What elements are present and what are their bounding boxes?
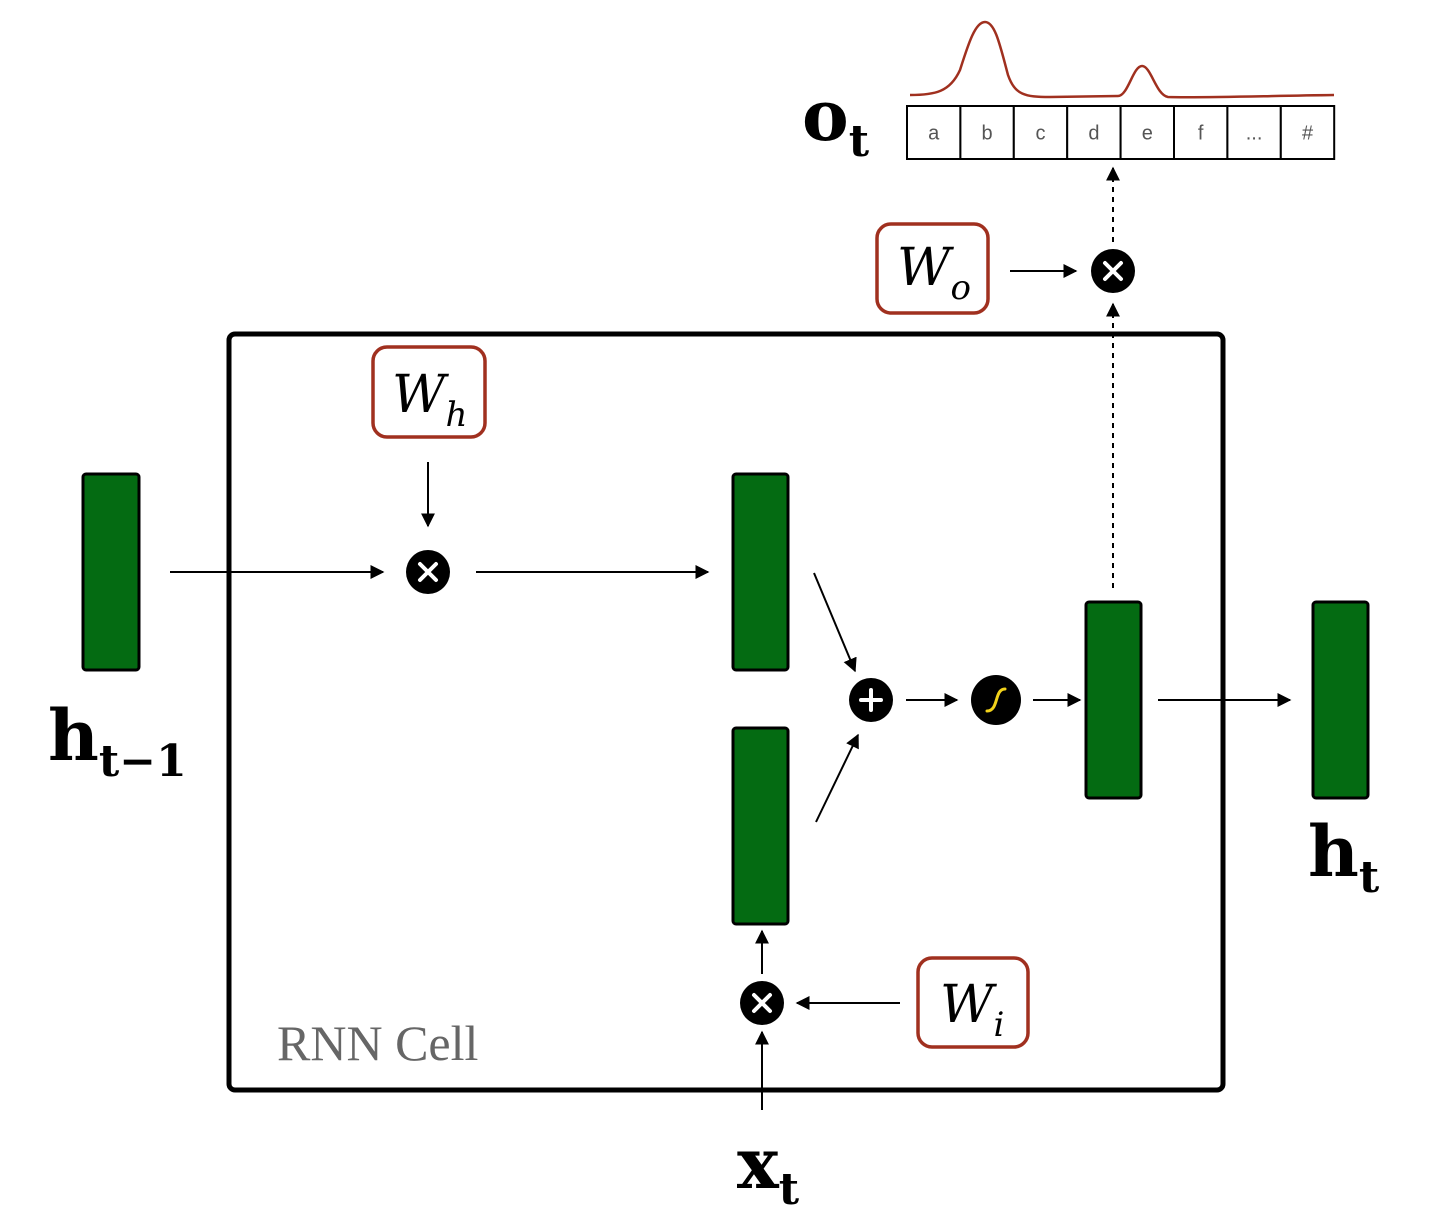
vocab-cell: [1119, 105, 1175, 160]
arrow-upper-to-add: [813, 572, 857, 673]
vocab-cell: [1173, 105, 1229, 160]
vocab-token: a: [928, 123, 940, 145]
hidden-state-out-label: ht: [1308, 810, 1380, 903]
output-vocab-row: a b c d e f... #: [906, 105, 1336, 160]
vocab-token: #: [1302, 123, 1314, 145]
weight-wo-box: [875, 222, 990, 315]
vocab-cell: [1012, 105, 1069, 160]
input-xt-label: xt: [737, 1122, 800, 1214]
output-distribution-curve: [909, 20, 1335, 99]
arrow-lower-to-add: [815, 733, 859, 823]
weight-wh-label: Wh: [392, 365, 467, 435]
hidden-state-cell-vector: [1084, 600, 1143, 800]
vocab-cell: [1279, 105, 1336, 160]
weight-wi-label: Wi: [940, 975, 1004, 1045]
vocab-token: ...: [1246, 123, 1263, 145]
multiply-icon: [406, 550, 450, 594]
vocab-cell: [959, 105, 1015, 160]
weight-wi-box: [916, 956, 1030, 1049]
wh-product-vector: [731, 472, 790, 672]
sigmoid-icon: [971, 675, 1021, 725]
vocab-token: d: [1088, 123, 1099, 145]
add-icon: [849, 678, 893, 722]
vocab-token: f: [1198, 123, 1204, 145]
rnn-cell-label: RNN Cell: [277, 1015, 478, 1071]
weight-wh-box: [371, 345, 487, 439]
vocab-token: e: [1142, 123, 1153, 145]
vocab-token: b: [982, 123, 993, 145]
vocab-cell: [906, 105, 962, 160]
multiply-icon: [1091, 249, 1135, 293]
hidden-state-prev-vector: [81, 472, 141, 672]
hidden-state-prev-label: ht−1: [48, 694, 187, 787]
output-ot-label: ot: [802, 74, 870, 167]
vocab-cell: [1226, 105, 1282, 160]
hidden-state-out-vector: [1311, 600, 1370, 800]
vocab-token: c: [1036, 123, 1046, 145]
multiply-icon: [740, 981, 784, 1025]
weight-wo-label: Wo: [897, 238, 971, 308]
wi-product-vector: [731, 726, 790, 926]
rnn-cell-frame: [226, 331, 1226, 1093]
